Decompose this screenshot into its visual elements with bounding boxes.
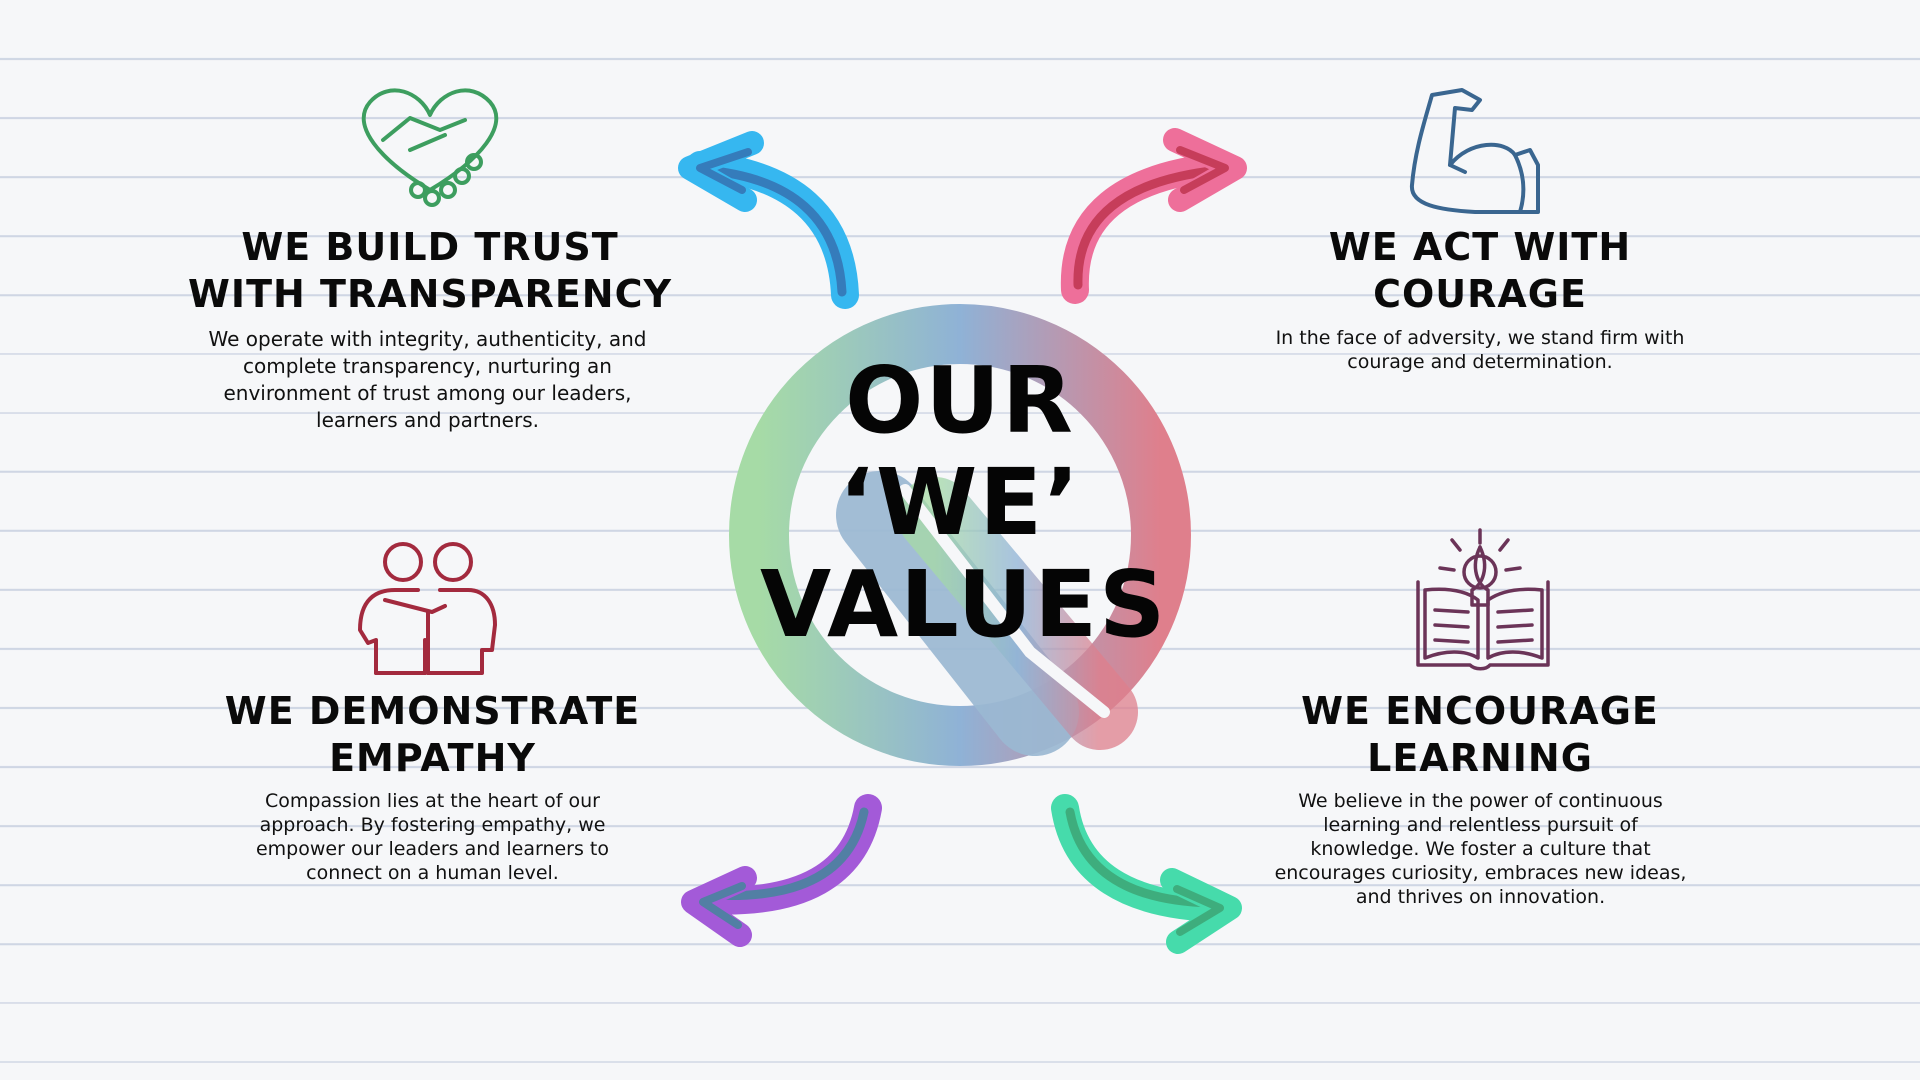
value-description-courage: In the face of adversity, we stand firm … xyxy=(1275,327,1685,373)
value-heading-trust: WE BUILD TRUST WITH TRANSPARENCY xyxy=(188,225,672,316)
title-line-3: VALUES xyxy=(760,551,1168,658)
value-heading-courage: WE ACT WITH COURAGE xyxy=(1328,225,1632,316)
curved-arrow-up-left-icon xyxy=(678,131,859,309)
curved-arrow-down-left-icon xyxy=(681,794,882,947)
curved-arrow-down-right-icon xyxy=(1051,794,1242,954)
page-title: OUR ‘WE’ VALUES xyxy=(760,347,1168,658)
value-heading-empathy: WE DEMONSTRATE EMPATHY xyxy=(224,689,641,780)
flexed-arm-icon xyxy=(1409,88,1540,214)
value-description-trust: We operate with integrity, authenticity,… xyxy=(208,327,647,432)
curved-arrow-up-right-icon xyxy=(1060,128,1247,304)
open-book-lightbulb-icon xyxy=(1416,528,1550,671)
people-embrace-icon xyxy=(358,542,497,675)
title-line-1: OUR xyxy=(845,347,1075,454)
title-line-2: ‘WE’ xyxy=(838,449,1082,556)
value-description-empathy: Compassion lies at the heart of our appr… xyxy=(255,790,610,884)
q-logo-icon xyxy=(729,304,1191,766)
handshake-heart-icon xyxy=(361,88,499,207)
value-description-learning: We believe in the power of continuous le… xyxy=(1274,790,1687,908)
value-heading-learning: WE ENCOURAGE LEARNING xyxy=(1301,689,1659,780)
